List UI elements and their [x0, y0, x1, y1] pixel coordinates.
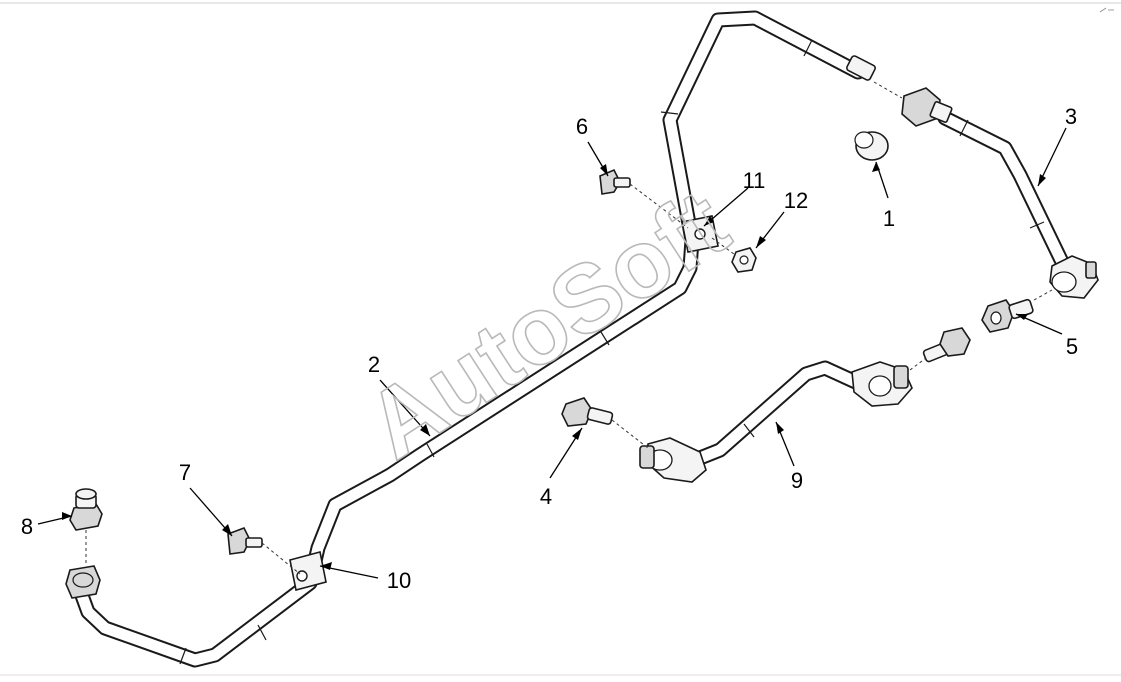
corner-mark	[1099, 7, 1114, 13]
callout-12: 12	[784, 188, 808, 213]
clamp-10	[289, 551, 327, 591]
callout-5: 5	[1066, 334, 1078, 359]
watermark: AutoSoft	[348, 169, 746, 479]
callout-11: 11	[743, 168, 766, 193]
nut-12	[711, 237, 757, 273]
pipe-3	[873, 81, 1099, 299]
callout-10: 10	[387, 568, 411, 593]
bolt-7	[227, 526, 301, 575]
pipe-2	[72, 10, 876, 668]
fitting-4	[561, 397, 649, 449]
pipe-2-end-stub	[846, 55, 876, 81]
callout-8: 8	[21, 514, 33, 539]
callout-7: 7	[179, 460, 191, 485]
callout-leaders	[37, 127, 1067, 579]
fitting-8	[69, 488, 103, 566]
bolt-6	[599, 168, 689, 229]
callout-labels: 1 2 3 4 5 6 7 8 9 10 11 12	[21, 104, 1078, 593]
pipe-9	[639, 360, 913, 483]
callout-6: 6	[576, 114, 588, 139]
adapter-5	[981, 289, 1053, 333]
callout-2: 2	[368, 352, 380, 377]
callout-1: 1	[883, 206, 895, 231]
callout-9: 9	[791, 468, 803, 493]
callout-3: 3	[1065, 104, 1077, 129]
fitting-nut-pipe-2	[65, 565, 101, 599]
callout-4: 4	[540, 484, 552, 509]
fitting-pipe-9-right	[909, 327, 971, 371]
cap-1	[854, 131, 889, 161]
clamp-11	[681, 215, 719, 253]
